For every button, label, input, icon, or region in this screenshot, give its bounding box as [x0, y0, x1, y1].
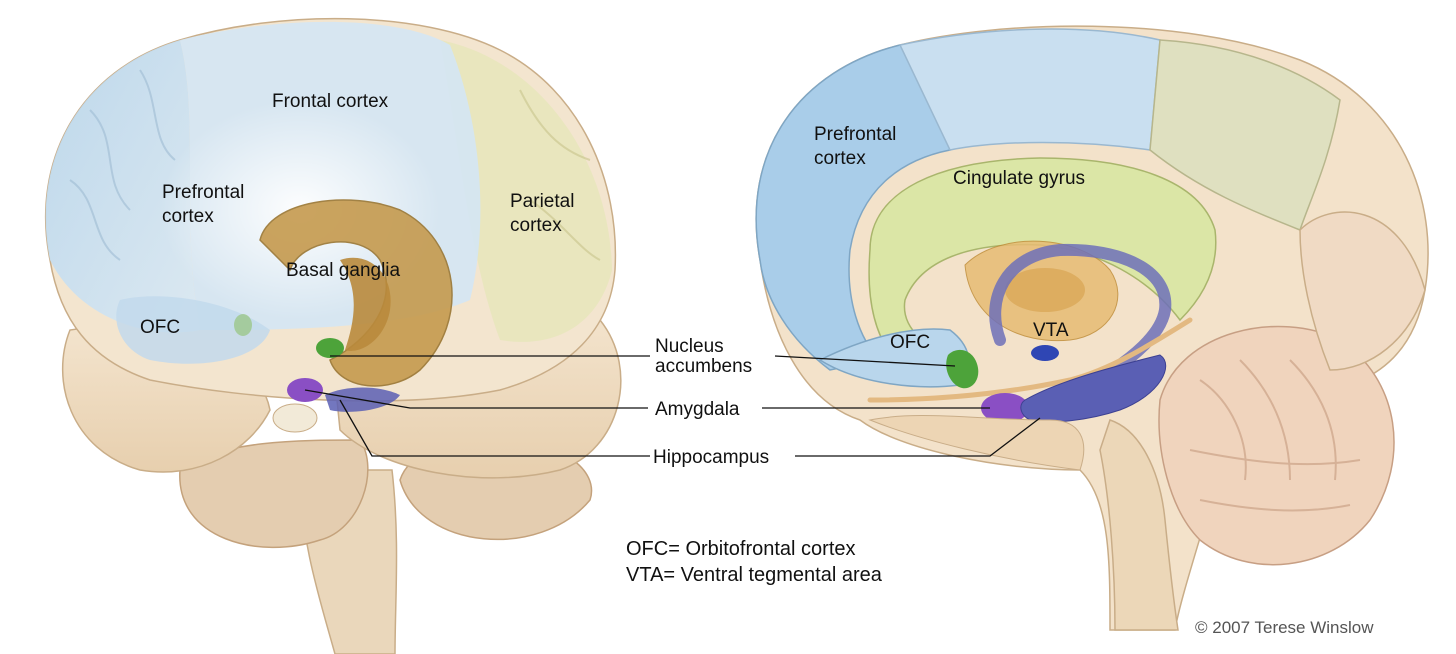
left-prefrontal-region [45, 40, 200, 333]
hippocampus-left-leader [339, 399, 650, 457]
left-basal-ganglia-label: Basal ganglia [286, 260, 401, 281]
right-vta-label: VTA [1033, 320, 1069, 341]
left-basal-ganglia-inner [340, 257, 391, 351]
right-occipital-region [1299, 211, 1426, 371]
right-ofc-label: OFC [890, 332, 930, 353]
right-prefrontal-label-line2: cortex [814, 148, 866, 169]
nucleus-accumbens-label-line2: accumbens [655, 356, 752, 377]
legend-vta-definition: VTA= Ventral tegmental area [626, 564, 883, 586]
left-gyri-lines [69, 69, 601, 261]
right-thalamus-core [1005, 268, 1085, 312]
left-parietal-region [440, 40, 612, 342]
left-prefrontal-label-line1: Prefrontal [162, 182, 244, 203]
right-dopamine-pathway [867, 317, 1193, 403]
left-basal-ganglia [259, 199, 453, 387]
right-parietal-region [1149, 39, 1341, 231]
right-temporal-region [868, 415, 1085, 471]
right-nucleus-accumbens [946, 349, 979, 389]
right-cerebellum-folia [1189, 359, 1361, 512]
left-frontal-cortex-label: Frontal cortex [272, 91, 389, 112]
right-amygdala [981, 393, 1029, 423]
left-parietal-label-line2: cortex [510, 215, 562, 236]
left-ofc-region [116, 296, 270, 364]
left-nucleus-accumbens [316, 338, 344, 358]
right-cerebellum [1158, 325, 1395, 566]
left-cerebellum [179, 439, 369, 549]
amygdala-label: Amygdala [655, 399, 740, 420]
right-prefrontal-label-line1: Prefrontal [814, 124, 896, 145]
left-parietal-label-line1: Parietal [510, 191, 574, 212]
right-brainstem [1099, 419, 1179, 631]
left-ofc-label: OFC [140, 317, 180, 338]
right-brain-illustration [755, 25, 1429, 631]
amygdala-left-leader [304, 389, 648, 409]
left-optic-structure [272, 403, 318, 433]
left-nucleus-accumbens-faint [234, 314, 252, 336]
left-brain-illustration [44, 17, 622, 654]
hippocampus-label: Hippocampus [653, 447, 769, 468]
legend-ofc-definition: OFC= Orbitofrontal cortex [626, 538, 856, 560]
copyright-credit: © 2007 Terese Winslow [1195, 618, 1374, 637]
right-prefrontal-region [755, 44, 951, 371]
right-vta [1031, 345, 1059, 361]
nucleus-right-leader [774, 355, 956, 367]
right-hippocampus [1020, 354, 1167, 423]
left-prefrontal-label-line2: cortex [162, 206, 214, 227]
nucleus-accumbens-label-line1: Nucleus [655, 336, 724, 357]
right-cingulate-gyrus-label: Cingulate gyrus [953, 168, 1085, 189]
hippocampus-right-leader [795, 417, 1041, 457]
leader-lines [304, 355, 1041, 457]
